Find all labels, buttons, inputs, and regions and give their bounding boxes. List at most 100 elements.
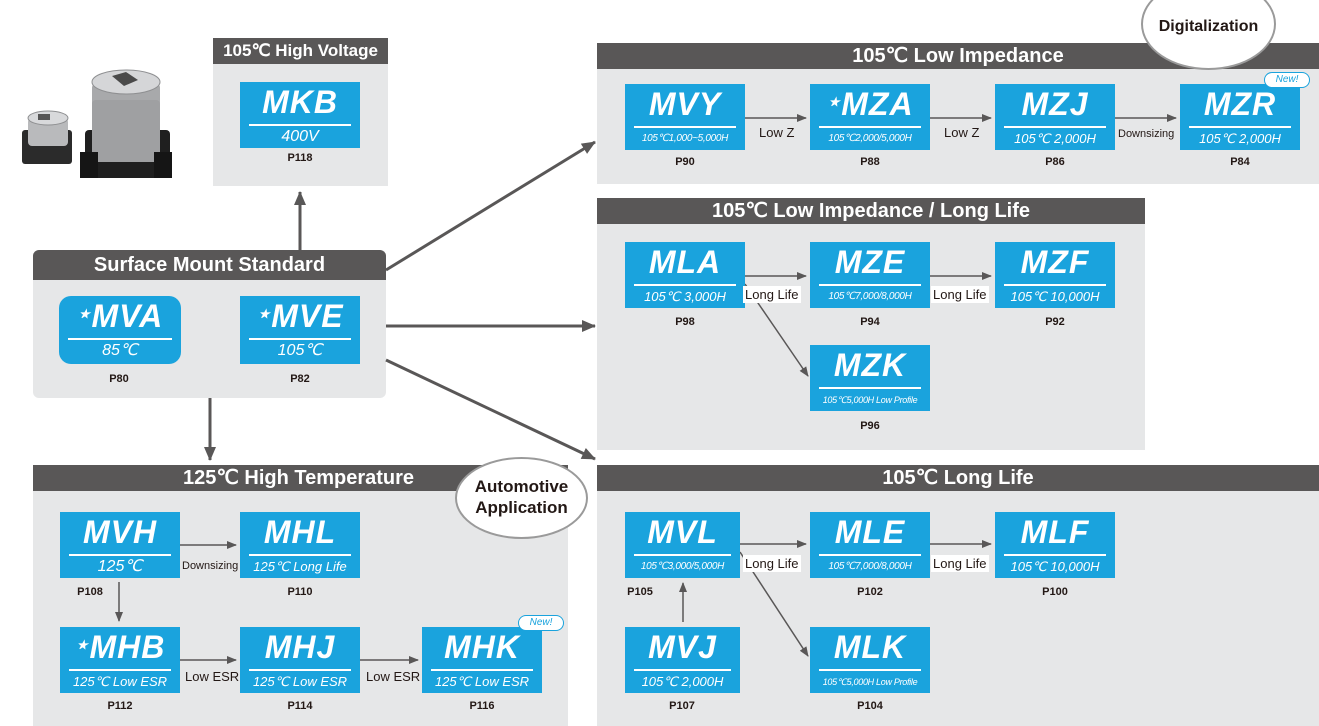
page-ref[interactable]: P116 [469, 700, 495, 712]
page-ref[interactable]: P90 [675, 156, 695, 168]
series-spec: 105℃3,000/5,000H [640, 561, 725, 572]
series-spec: 105℃7,000/8,000H [828, 291, 912, 302]
series-spec: 105℃ 10,000H [1010, 559, 1100, 574]
star-icon: ⋆ [76, 301, 92, 326]
series-name: MKB [262, 84, 338, 120]
arrow-to-long-life [385, 358, 596, 461]
panel-title: Surface Mount Standard [33, 250, 386, 280]
series-mlk[interactable]: MLK 105℃5,000H Low Profile [810, 627, 930, 693]
series-mvl[interactable]: MVL 105℃3,000/5,000H [625, 512, 740, 578]
series-spec: 400V [281, 128, 319, 145]
page-ref[interactable]: P108 [77, 586, 103, 598]
divider [431, 669, 533, 671]
series-mkb[interactable]: MKB 400V [240, 82, 360, 148]
capacitor-photo [22, 69, 172, 178]
series-mve[interactable]: ⋆MVE 105℃ [240, 296, 360, 364]
series-mlf[interactable]: MLF 105℃ 10,000H [995, 512, 1115, 578]
series-spec: 105℃ 2,000H [641, 674, 724, 689]
page-ref[interactable]: P118 [287, 152, 313, 164]
divider [249, 338, 351, 340]
page-ref[interactable]: P114 [287, 700, 313, 712]
divider [1004, 284, 1106, 286]
series-mhb[interactable]: ⋆MHB 125℃ Low ESR [60, 627, 180, 693]
page-ref[interactable]: P110 [287, 586, 313, 598]
page-ref[interactable]: P112 [107, 700, 133, 712]
arrow-label-long-life: Long Life [931, 286, 989, 303]
divider [819, 554, 921, 556]
divider [249, 554, 351, 556]
divider [69, 554, 171, 556]
arrow-label-low-esr: Low ESR [185, 669, 240, 684]
page-ref[interactable]: P84 [1230, 156, 1250, 168]
series-mhl[interactable]: MHL 125℃ Long Life [240, 512, 360, 578]
series-name: MHL [263, 514, 337, 550]
divider [634, 126, 736, 128]
series-spec: 125℃ Long Life [253, 559, 347, 574]
page-ref[interactable]: P105 [627, 586, 653, 598]
arrow-label-low-esr: Low ESR [366, 669, 421, 684]
panel-title: 105℃ Long Life [597, 465, 1319, 491]
star-icon: ⋆ [826, 89, 842, 114]
series-name: MVY [648, 86, 722, 122]
page-ref[interactable]: P102 [857, 586, 883, 598]
series-spec: 105℃2,000/5,000H [828, 133, 912, 144]
divider [819, 126, 921, 128]
arrow-label-low-z: Low Z [759, 125, 795, 140]
page-ref[interactable]: P96 [860, 420, 880, 432]
divider [1004, 554, 1106, 556]
panel-title: 105℃ Low Impedance / Long Life [597, 198, 1145, 224]
divider [634, 284, 736, 286]
series-name: MLF [1020, 514, 1090, 550]
series-spec: 105℃ 2,000H [1199, 131, 1281, 146]
arrow-label-low-z: Low Z [944, 125, 980, 140]
automotive-application-badge: Automotive Application [455, 457, 588, 539]
divider [68, 338, 172, 340]
page-ref[interactable]: P92 [1045, 316, 1065, 328]
series-name: MHK [444, 629, 520, 665]
divider [819, 387, 921, 389]
page-ref[interactable]: P94 [860, 316, 880, 328]
series-spec: 105℃ [277, 342, 323, 359]
series-spec: 105℃ 2,000H [1014, 131, 1096, 146]
star-icon: ⋆ [256, 301, 272, 326]
series-mzj[interactable]: MZJ 105℃ 2,000H [995, 84, 1115, 150]
series-mvj[interactable]: MVJ 105℃ 2,000H [625, 627, 740, 693]
series-mze[interactable]: MZE 105℃7,000/8,000H [810, 242, 930, 308]
series-spec: 85℃ [102, 342, 138, 359]
star-icon: ⋆ [74, 632, 90, 657]
series-mvy[interactable]: MVY 105℃1,000~5,000H [625, 84, 745, 150]
divider [249, 124, 351, 126]
series-mle[interactable]: MLE 105℃7,000/8,000H [810, 512, 930, 578]
page-ref[interactable]: P88 [860, 156, 880, 168]
series-spec: 105℃ 3,000H [644, 289, 726, 304]
page-ref[interactable]: P107 [669, 700, 695, 712]
page-ref[interactable]: P86 [1045, 156, 1065, 168]
series-mla[interactable]: MLA 105℃ 3,000H [625, 242, 745, 308]
page-ref[interactable]: P100 [1042, 586, 1068, 598]
series-name: MVH [82, 514, 158, 550]
page-ref[interactable]: P104 [857, 700, 883, 712]
series-spec: 105℃ 10,000H [1010, 289, 1100, 304]
series-spec: 125℃ [97, 558, 143, 575]
series-name: MZE [834, 244, 906, 280]
series-name: MHJ [264, 629, 336, 665]
arrow-label-long-life: Long Life [743, 286, 801, 303]
series-mza[interactable]: ⋆MZA 105℃2,000/5,000H [810, 84, 930, 150]
series-spec: 105℃1,000~5,000H [641, 133, 729, 144]
series-mzr[interactable]: MZR 105℃ 2,000H [1180, 84, 1300, 150]
series-name: MLA [648, 244, 722, 280]
series-name: ⋆MHB [74, 629, 166, 665]
page-ref[interactable]: P80 [109, 373, 129, 385]
series-spec: 125℃ Low ESR [252, 674, 348, 689]
series-name: MZF [1020, 244, 1090, 280]
series-mhj[interactable]: MHJ 125℃ Low ESR [240, 627, 360, 693]
page-ref[interactable]: P98 [675, 316, 695, 328]
series-mzk[interactable]: MZK 105℃5,000H Low Profile [810, 345, 930, 411]
series-mzf[interactable]: MZF 105℃ 10,000H [995, 242, 1115, 308]
page-ref[interactable]: P82 [290, 373, 310, 385]
series-mhk[interactable]: MHK 125℃ Low ESR [422, 627, 542, 693]
series-mvh[interactable]: MVH 125℃ [60, 512, 180, 578]
series-mva[interactable]: ⋆MVA 85℃ [59, 296, 181, 364]
divider [634, 669, 731, 671]
arrow-label-downsizing: Downsizing [1118, 128, 1175, 140]
